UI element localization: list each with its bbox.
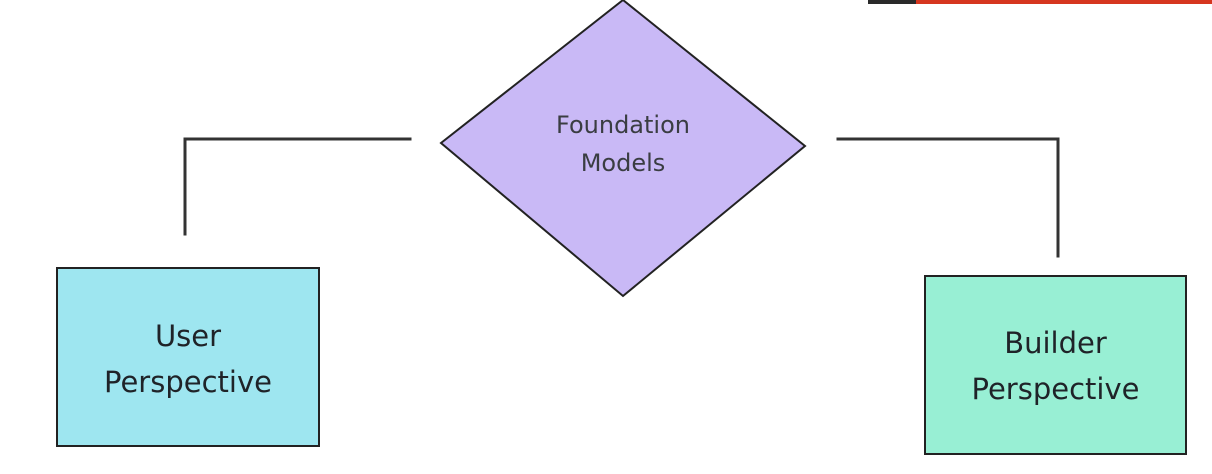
foundation-models-label: Foundation Models xyxy=(500,106,746,182)
builder-perspective-label-line1: Builder xyxy=(1004,326,1107,360)
right-connector xyxy=(836,137,1060,258)
video-thumbnail-strip xyxy=(868,0,1212,4)
builder-perspective-box xyxy=(924,275,1187,455)
user-perspective-box xyxy=(56,267,320,447)
user-perspective-label: User Perspective xyxy=(57,313,319,405)
user-perspective-label-line1: User xyxy=(154,319,222,353)
builder-perspective-label: Builder Perspective xyxy=(925,320,1186,412)
user-perspective-label-line2: Perspective xyxy=(104,365,272,399)
foundation-models-label-line2: Models xyxy=(580,149,666,177)
left-connector xyxy=(183,137,412,236)
foundation-models-label-line1: Foundation xyxy=(556,111,690,139)
builder-perspective-label-line2: Perspective xyxy=(971,372,1140,406)
foundation-models-diamond xyxy=(439,0,807,298)
